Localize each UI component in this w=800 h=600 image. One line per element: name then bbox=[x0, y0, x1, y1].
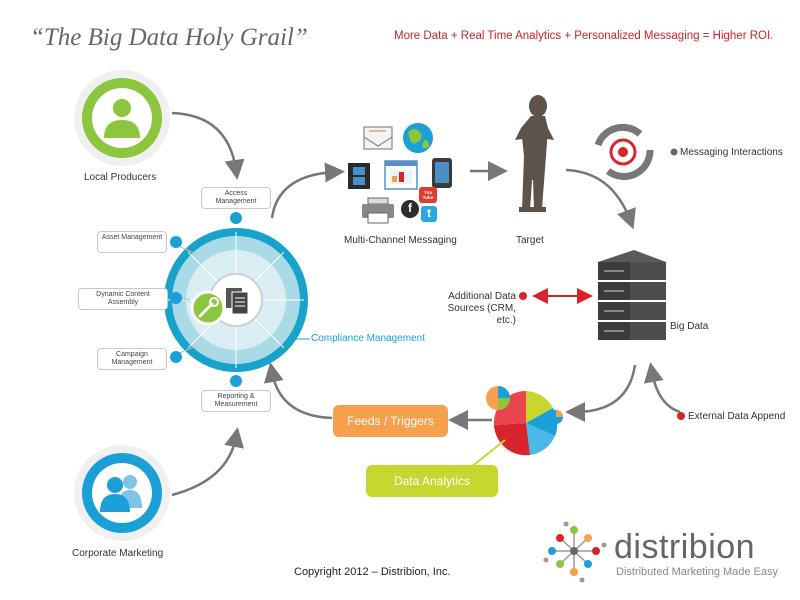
big-data-label: Big Data bbox=[670, 321, 709, 332]
additional-sources-dot bbox=[519, 292, 527, 300]
copyright-text: Copyright 2012 – Distribion, Inc. bbox=[294, 566, 451, 578]
target-label: Target bbox=[516, 235, 544, 246]
reporting-measurement-module: Reporting & Measurement bbox=[201, 390, 271, 412]
asset-dot bbox=[170, 236, 182, 248]
local-producers-label: Local Producers bbox=[84, 172, 157, 183]
tablet-icon bbox=[432, 158, 452, 188]
corporate-marketing-avatar-icon bbox=[74, 445, 170, 541]
compliance-label: Compliance Management bbox=[311, 333, 425, 344]
arrow-external-to-bigdata bbox=[643, 362, 681, 414]
envelope-icon bbox=[363, 126, 393, 150]
wrench-icon bbox=[190, 290, 226, 326]
youtube-label: You Tube bbox=[422, 190, 434, 200]
printer-icon bbox=[362, 197, 394, 224]
facebook-label: f bbox=[408, 201, 412, 215]
youtube-icon bbox=[419, 187, 437, 203]
documents-icon bbox=[226, 288, 249, 315]
messaging-interactions-dot bbox=[670, 148, 678, 156]
analytics-connector-line bbox=[469, 439, 506, 469]
arrow-producers-to-hub bbox=[171, 111, 245, 180]
arrow-corporate-to-hub bbox=[171, 427, 244, 497]
reporting-dot bbox=[230, 375, 242, 387]
messaging-interactions-label: Messaging Interactions bbox=[680, 147, 783, 158]
brand-name: distribion bbox=[614, 528, 756, 566]
browser-window-icon bbox=[384, 160, 418, 190]
big-data-server-icon bbox=[598, 250, 666, 340]
diagram-title: “The Big Data Holy Grail” bbox=[30, 24, 308, 51]
access-management-module: Access Management bbox=[201, 187, 271, 209]
tagline: More Data + Real Time Analytics + Person… bbox=[394, 30, 774, 42]
arrow-bigdata-to-analytics bbox=[565, 364, 637, 422]
dynamic-dot bbox=[170, 292, 182, 304]
target-person-icon bbox=[515, 95, 554, 212]
local-producers-avatar-icon bbox=[74, 70, 170, 166]
brand-slogan: Distributed Marketing Made Easy bbox=[616, 566, 779, 578]
messaging-interactions-icon bbox=[594, 123, 654, 180]
arrow-feeds-to-hub bbox=[263, 362, 333, 420]
twitter-label: t bbox=[427, 206, 431, 220]
globe-icon bbox=[403, 123, 433, 153]
data-analytics-box: Data Analytics bbox=[366, 465, 498, 497]
multi-channel-label: Multi-Channel Messaging bbox=[344, 235, 457, 246]
twitter-icon bbox=[421, 206, 437, 222]
arrow-target-to-bigdata bbox=[565, 168, 636, 230]
film-icon bbox=[348, 163, 370, 189]
feeds-triggers-box: Feeds / Triggers bbox=[333, 405, 448, 437]
dynamic-content-module: Dynamic Content Assembly bbox=[78, 288, 168, 310]
asset-management-module: Asset Management bbox=[97, 231, 167, 253]
access-dot bbox=[230, 212, 242, 224]
campaign-management-module: Campaign Management bbox=[97, 348, 167, 370]
arrow-hub-to-messaging bbox=[270, 162, 345, 219]
analytics-pie-chart-icon bbox=[486, 386, 563, 456]
external-append-dot bbox=[677, 412, 685, 420]
external-append-label: External Data Append bbox=[688, 411, 786, 422]
facebook-icon bbox=[401, 200, 419, 218]
campaign-dot bbox=[170, 351, 182, 363]
corporate-marketing-label: Corporate Marketing bbox=[72, 548, 164, 559]
distribion-logo-icon bbox=[543, 521, 607, 583]
additional-sources-label: Additional Data Sources (CRM, etc.) bbox=[447, 291, 516, 326]
